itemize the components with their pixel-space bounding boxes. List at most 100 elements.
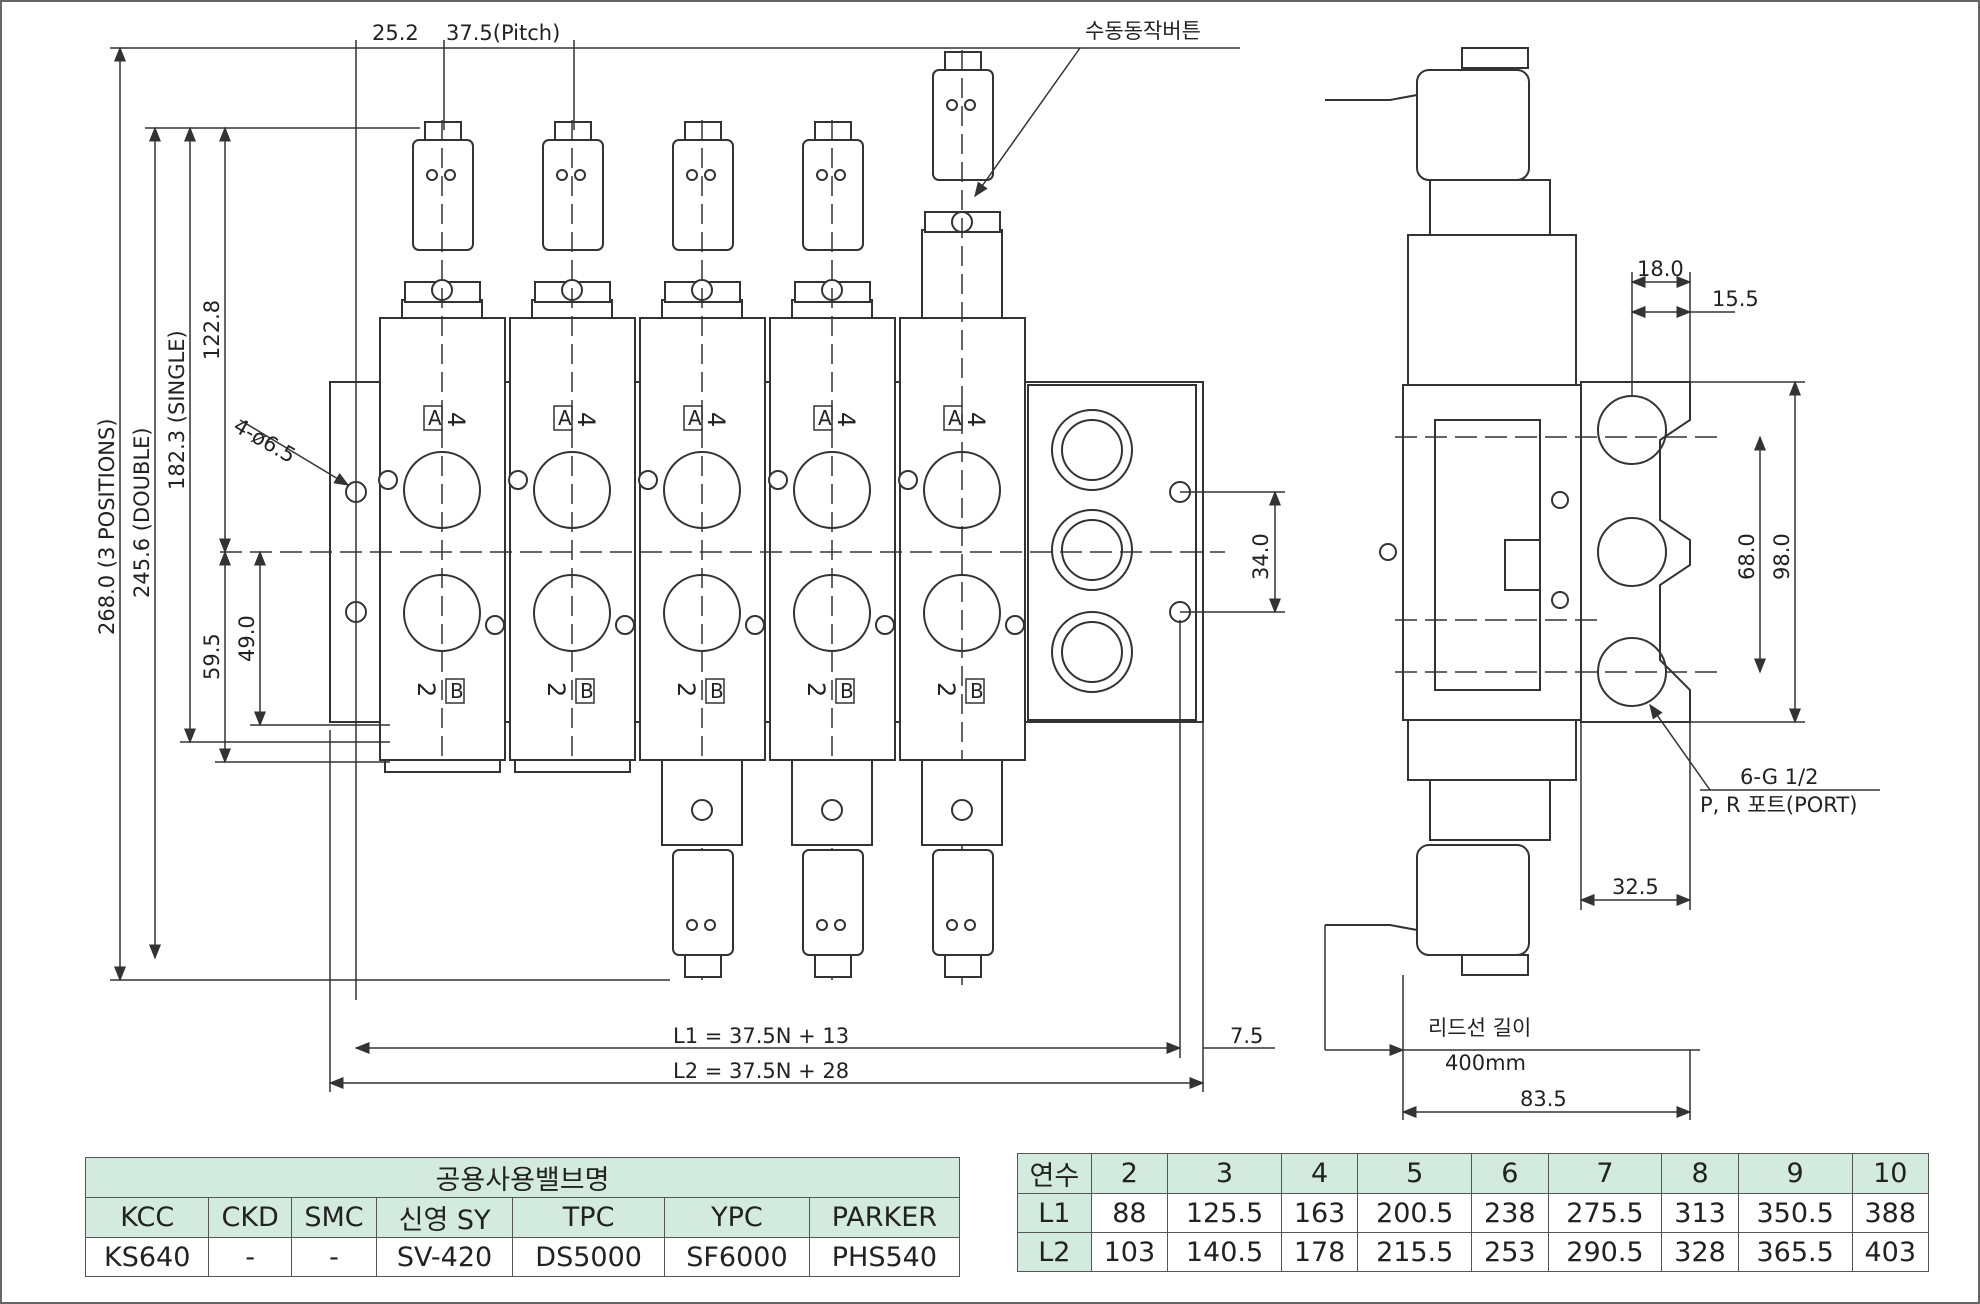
port-spec-label: 6-G 1/2: [1740, 765, 1818, 789]
terminal-dot: [704, 169, 716, 181]
mount-hole: [898, 470, 918, 490]
table-cell: 88: [1090, 1193, 1169, 1233]
table-cell: 178: [1280, 1232, 1359, 1272]
solenoid-coil: [412, 139, 474, 251]
table-cell: DS5000: [512, 1237, 666, 1277]
bottom-connector: [1461, 954, 1529, 976]
table-header-cell: TPC: [512, 1197, 666, 1238]
length-table-row-l2: L2 103 140.5 178 215.5 253 290.5 328 365…: [1017, 1232, 1930, 1272]
table-cell: -: [290, 1237, 378, 1277]
terminal-dot: [834, 169, 846, 181]
port-b-letter: B: [450, 679, 464, 703]
table-cell: 350.5: [1737, 1193, 1853, 1233]
length-table-row-l1: L1 88 125.5 163 200.5 238 275.5 313 350.…: [1017, 1193, 1930, 1233]
mount-hole: [485, 615, 505, 635]
table-cell: 365.5: [1737, 1232, 1853, 1272]
table-cell: KS640: [84, 1237, 210, 1277]
side-body: [1402, 384, 1582, 721]
table-header-cell: PARKER: [808, 1197, 961, 1238]
port-num-4: 4: [832, 412, 860, 427]
table-header-cell: 신영 SY: [376, 1197, 514, 1238]
terminal-dot: [704, 919, 716, 931]
table-header-cell: KCC: [84, 1197, 210, 1238]
table-header-cell: 6: [1471, 1153, 1549, 1194]
port-a-letter: A: [558, 406, 572, 430]
manual-button: [821, 799, 843, 821]
end-plate: [384, 759, 501, 773]
port-circle: [1051, 509, 1133, 591]
terminal-dot: [816, 919, 828, 931]
terminal-dot: [816, 169, 828, 181]
table-header-cell: YPC: [664, 1197, 810, 1238]
height-double-label: 245.6 (DOUBLE): [130, 427, 154, 598]
table-cell: 313: [1661, 1193, 1739, 1233]
table-header-cell: 연수: [1017, 1153, 1092, 1194]
connector-cap: [424, 121, 462, 141]
table-cell: SF6000: [664, 1237, 810, 1277]
solenoid-coil: [672, 849, 734, 956]
connector-cap: [944, 51, 982, 71]
length-table: 연수 2 3 4 5 6 7 8 9 10 L1 88 125.5 163 20…: [1017, 1153, 1930, 1272]
terminal-dot: [444, 169, 456, 181]
terminal-dot: [964, 919, 976, 931]
terminal-dot: [834, 919, 846, 931]
port-b-letter: B: [710, 679, 724, 703]
dim-49-0-label: 49.0: [235, 615, 259, 662]
port-b-letter: B: [840, 679, 854, 703]
port-num-2: 2: [932, 682, 960, 697]
connector-cap: [814, 954, 852, 978]
terminal-dot: [946, 99, 958, 111]
row-label-cell: L2: [1017, 1232, 1092, 1272]
table-header-cell: 10: [1851, 1153, 1930, 1194]
solenoid-coil: [542, 139, 604, 251]
solenoid-coil: [802, 849, 864, 956]
terminal-dot: [964, 99, 976, 111]
manual-button: [691, 799, 713, 821]
connector-cap: [944, 954, 982, 978]
table-cell: 290.5: [1547, 1232, 1663, 1272]
port-b-letter: B: [970, 679, 984, 703]
terminal-dot: [426, 169, 438, 181]
port-circle: [1051, 611, 1133, 693]
table-cell: 163: [1280, 1193, 1359, 1233]
pilot-body-bottom: [1407, 719, 1577, 781]
l1-formula-label: L1 = 37.5N + 13: [673, 1024, 849, 1048]
solenoid-coil: [672, 139, 734, 251]
table-cell: 125.5: [1167, 1193, 1282, 1233]
table-header-cell: CKD: [208, 1197, 292, 1238]
mount-hole: [745, 615, 765, 635]
solenoid-coil-bottom: [1416, 844, 1530, 956]
row-label-cell: L1: [1017, 1193, 1092, 1233]
solenoid-coil: [932, 69, 994, 181]
port-num-4: 4: [702, 412, 730, 427]
table-cell: 215.5: [1357, 1232, 1473, 1272]
port-label: P, R 포트(PORT): [1700, 793, 1857, 817]
dim-7-5-label: 7.5: [1230, 1024, 1263, 1048]
port-a-letter: A: [818, 406, 832, 430]
dim-59-5-label: 59.5: [200, 633, 224, 680]
table-cell: 388: [1851, 1193, 1930, 1233]
table-header-cell: 9: [1737, 1153, 1853, 1194]
table-header-cell: 3: [1167, 1153, 1282, 1194]
pilot-body-top: [1407, 234, 1577, 386]
top-connector: [1461, 47, 1529, 69]
connector-cap: [684, 121, 722, 141]
dim-15-5-label: 15.5: [1712, 287, 1759, 311]
connector-cap: [684, 954, 722, 978]
mount-hole: [875, 615, 895, 635]
table-cell: 403: [1851, 1232, 1930, 1272]
terminal-dot: [686, 169, 698, 181]
length-table-header-row: 연수 2 3 4 5 6 7 8 9 10: [1017, 1153, 1930, 1194]
port-num-4: 4: [962, 412, 990, 427]
port-num-4: 4: [442, 412, 470, 427]
table-cell: SV-420: [376, 1237, 514, 1277]
mount-hole: [508, 470, 528, 490]
mount-hole: [378, 470, 398, 490]
mount-hole: [1005, 615, 1025, 635]
l2-formula-label: L2 = 37.5N + 28: [673, 1059, 849, 1083]
table-cell: 275.5: [1547, 1193, 1663, 1233]
side-view: [1325, 47, 1691, 976]
